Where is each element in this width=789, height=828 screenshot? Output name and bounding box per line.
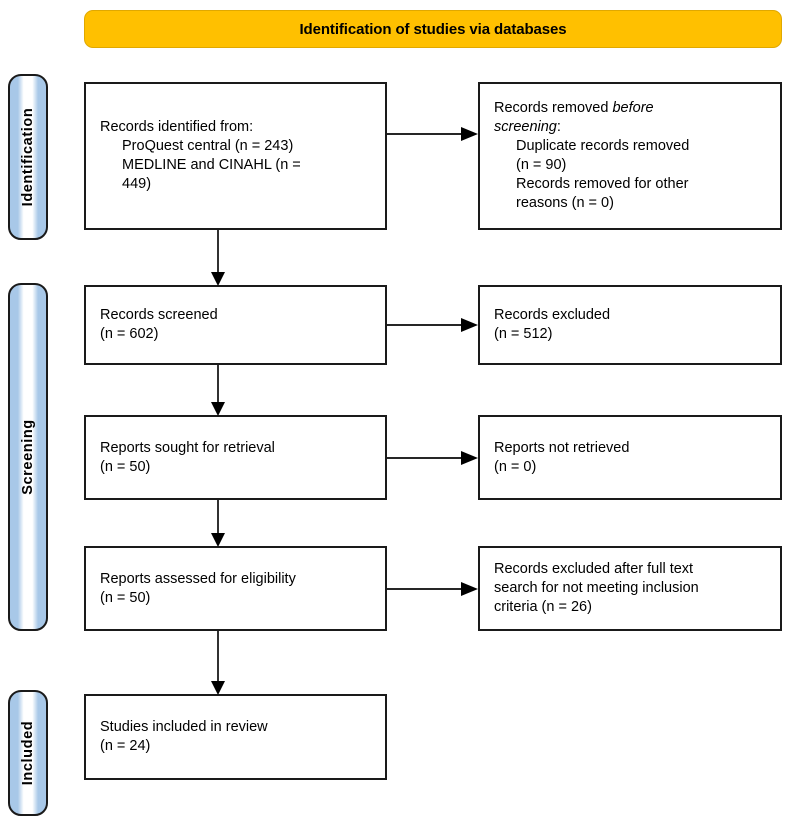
studies-included-line2: (n = 24) (100, 738, 151, 754)
stage-tab-screening-label: Screening (20, 419, 36, 495)
records-removed-line4: (n = 90) (516, 157, 567, 173)
arrow-reports-sought-to-assessed (211, 500, 225, 547)
records-excluded-fulltext-line3: criteria (n = 26) (494, 598, 592, 615)
banner-identification-via-databases: Identification of studies via databases (84, 10, 782, 48)
arrow-screened-to-reports-sought (211, 365, 225, 416)
records-identified-text: Records identified from: ProQuest central… (86, 118, 311, 193)
records-identified-line1: Records identified from: (100, 119, 254, 136)
reports-sought-line1: Reports sought for retrieval (100, 439, 275, 456)
reports-assessed-line2: (n = 50) (100, 589, 151, 606)
reports-assessed-box: Reports assessed for eligibility (n = 50) (84, 546, 387, 631)
studies-included-line1: Studies included in review (100, 719, 268, 736)
arrow-assessed-to-studies-included (211, 631, 225, 695)
banner-title: Identification of studies via databases (299, 20, 567, 38)
records-identified-line3: MEDLINE and CINAHL (n = (122, 157, 301, 173)
reports-not-retrieved-line2: (n = 0) (494, 458, 537, 475)
records-excluded-text: Records excluded (n = 512) (480, 306, 620, 344)
records-excluded-line1: Records excluded (494, 307, 611, 324)
records-removed-line2a: screening (494, 119, 557, 136)
records-identified-box: Records identified from: ProQuest central… (84, 82, 387, 230)
records-identified-line4: 449) (122, 175, 152, 192)
records-excluded-line2: (n = 512) (494, 326, 553, 342)
stage-tab-screening: Screening (8, 283, 48, 631)
records-excluded-fulltext-line2: search for not meeting inclusion (494, 580, 699, 597)
reports-not-retrieved-text: Reports not retrieved (n = 0) (480, 439, 639, 477)
reports-not-retrieved-line1: Reports not retrieved (494, 439, 630, 456)
records-screened-box: Records screened (n = 602) (84, 285, 387, 365)
records-screened-line1: Records screened (100, 307, 218, 324)
studies-included-text: Studies included in review (n = 24) (86, 718, 278, 756)
reports-sought-line2: (n = 50) (100, 458, 151, 475)
arrow-reports-sought-to-not-retrieved (387, 451, 478, 465)
records-removed-line6: reasons (n = 0) (516, 194, 614, 211)
records-removed-line3: Duplicate records removed (516, 138, 690, 155)
records-removed-line1a: Records removed (494, 100, 613, 117)
records-excluded-fulltext-line1: Records excluded after full text (494, 561, 694, 578)
stage-tab-included: Included (8, 690, 48, 816)
records-screened-text: Records screened (n = 602) (86, 306, 228, 344)
stage-tab-identification: Identification (8, 74, 48, 240)
reports-assessed-text: Reports assessed for eligibility (n = 50) (86, 570, 306, 608)
reports-sought-text: Reports sought for retrieval (n = 50) (86, 439, 285, 477)
records-removed-line1b: before (612, 100, 654, 117)
reports-not-retrieved-box: Reports not retrieved (n = 0) (478, 415, 782, 500)
records-excluded-fulltext-text: Records excluded after full text search f… (480, 560, 709, 617)
records-excluded-box: Records excluded (n = 512) (478, 285, 782, 365)
arrow-identified-to-removed (387, 127, 478, 141)
stage-tab-included-label: Included (20, 720, 36, 786)
arrow-screened-to-excluded (387, 318, 478, 332)
stage-tab-identification-label: Identification (20, 107, 36, 207)
records-excluded-fulltext-box: Records excluded after full text search f… (478, 546, 782, 631)
records-removed-line2b: : (556, 119, 561, 136)
studies-included-box: Studies included in review (n = 24) (84, 694, 387, 780)
arrow-assessed-to-excluded-fulltext (387, 582, 478, 596)
records-identified-line2: ProQuest central (n = 243) (122, 138, 294, 155)
records-screened-line2: (n = 602) (100, 326, 159, 342)
records-removed-line5: Records removed for other (516, 175, 689, 192)
records-removed-box: Records removed before screening: Duplicat… (478, 82, 782, 230)
arrow-identified-to-screened (211, 230, 225, 286)
reports-sought-box: Reports sought for retrieval (n = 50) (84, 415, 387, 500)
records-removed-text: Records removed before screening: Duplicat… (480, 99, 699, 212)
reports-assessed-line1: Reports assessed for eligibility (100, 570, 296, 587)
